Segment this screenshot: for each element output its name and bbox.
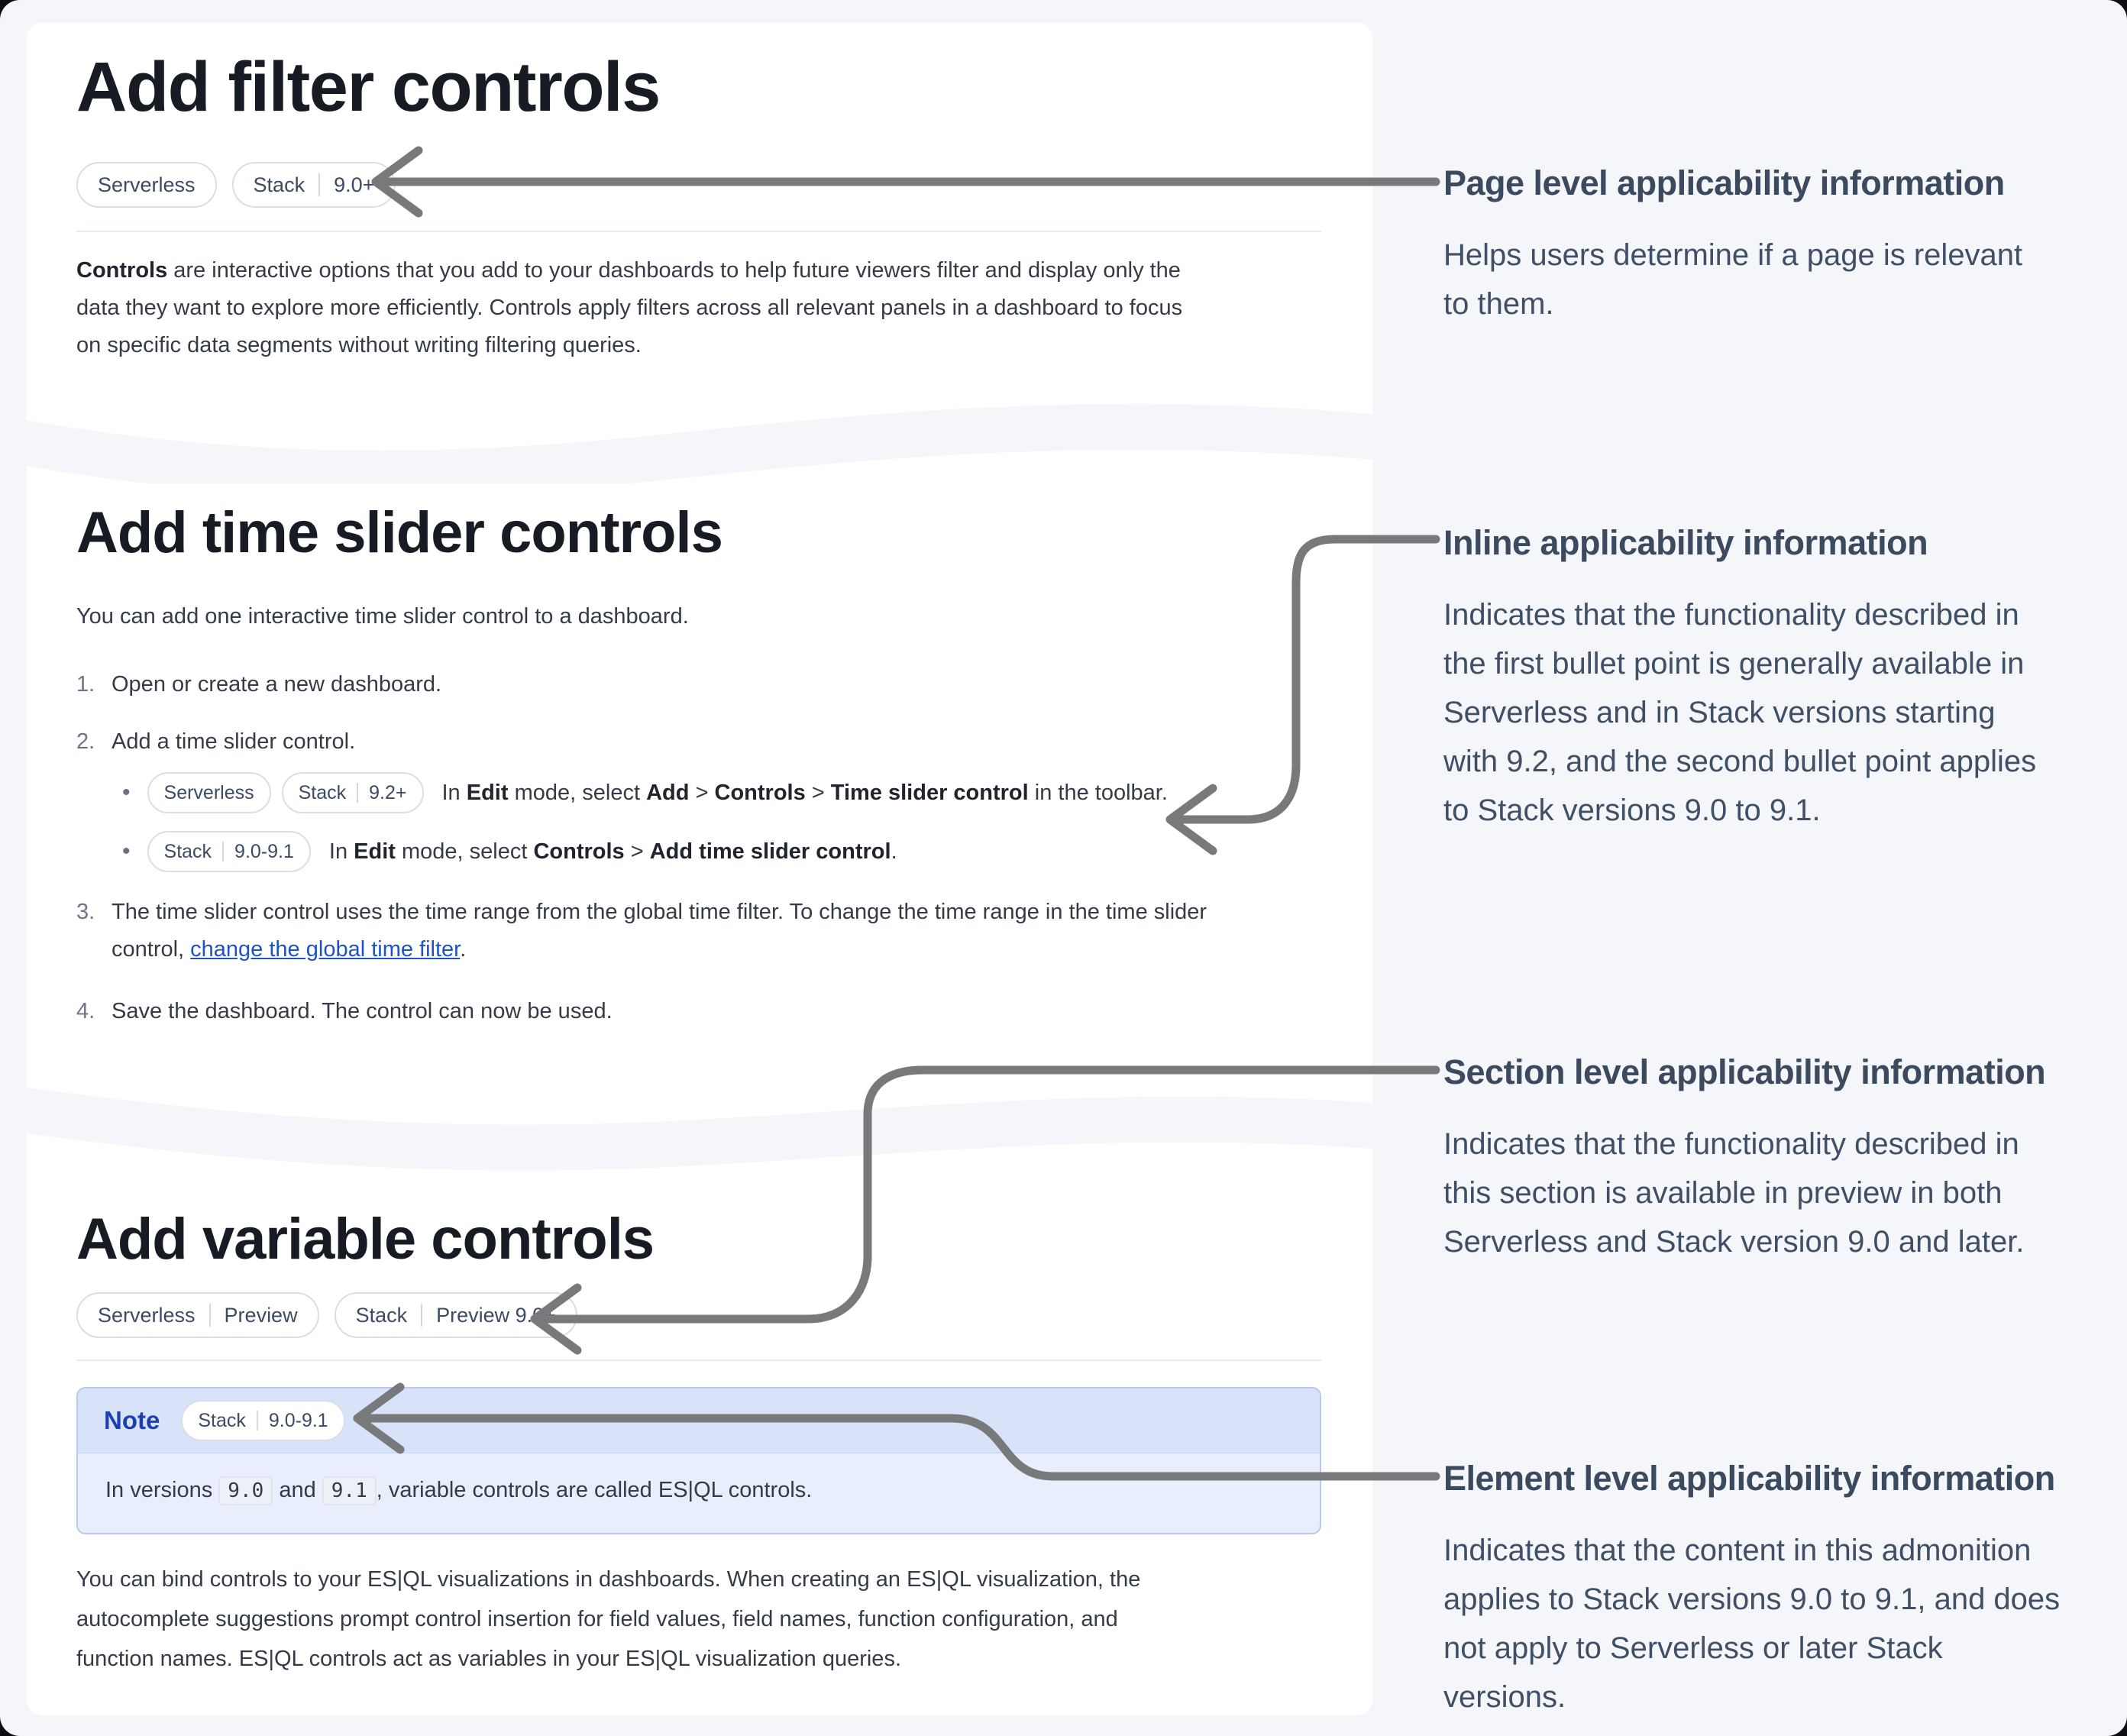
note-header: Note Stack 9.0-9.1 <box>78 1388 1320 1453</box>
page-applicability-badges: Serverless Stack 9.0+ <box>76 162 396 208</box>
badge-divider <box>208 1304 211 1327</box>
annotation-body: Indicates that the content in this admon… <box>1443 1534 2061 1714</box>
annotation-title: Page level applicability information <box>1443 163 2005 202</box>
badge-label: Stack <box>355 1303 408 1327</box>
list-item-text: Save the dashboard. The control can now … <box>112 999 613 1023</box>
list-number: 3. <box>76 900 95 924</box>
variable-outro-paragraph: You can bind controls to your ES|QL visu… <box>76 1567 1141 1671</box>
section-title-variable: Add variable controls <box>76 1207 655 1272</box>
badge-label: Stack <box>253 173 305 196</box>
list-item-text: Add a time slider control. <box>112 729 356 754</box>
list-item-text: The time slider control uses the time ra… <box>112 900 1207 962</box>
badge-stack-version[interactable]: Stack 9.0-9.1 <box>147 831 311 872</box>
list-item-1: 1. Open or create a new dashboard. <box>76 666 441 703</box>
badge-serverless[interactable]: Serverless <box>76 162 217 208</box>
badge-flag-version: Preview 9.0+ <box>436 1303 556 1327</box>
badge-serverless-preview[interactable]: Serverless Preview <box>76 1292 319 1338</box>
badge-version: 9.0-9.1 <box>268 1409 328 1431</box>
divider-rule <box>76 1359 1321 1361</box>
badge-label: Stack <box>163 840 212 862</box>
intro-text: are interactive options that you add to … <box>76 258 1183 357</box>
badge-divider <box>318 173 321 196</box>
badge-label: Serverless <box>98 1303 196 1327</box>
sub-bullet-text: In Edit mode, select Add > Controls > Ti… <box>441 780 1168 805</box>
note-label: Note <box>104 1406 160 1434</box>
badge-stack-version[interactable]: Stack 9.2+ <box>281 772 424 813</box>
badge-divider <box>357 783 359 803</box>
sub-bullet-text: In Edit mode, select Controls > Add time… <box>328 839 897 864</box>
badge-version: 9.0-9.1 <box>234 840 294 862</box>
annotation-title: Inline applicability information <box>1443 523 1928 562</box>
version-code-chip: 9.0 <box>218 1476 273 1505</box>
badge-stack-preview-version[interactable]: Stack Preview 9.0+ <box>334 1292 577 1338</box>
list-number: 4. <box>76 999 95 1023</box>
annotation-element-level: Element level applicability information … <box>1443 1457 2116 1721</box>
section-title-time-slider: Add time slider controls <box>76 500 723 565</box>
badge-divider <box>421 1304 423 1327</box>
list-item-2: 2. Add a time slider control. <box>76 723 355 761</box>
list-item-text: Open or create a new dashboard. <box>112 672 442 697</box>
list-number: 2. <box>76 729 95 754</box>
divider-rule <box>76 231 1321 232</box>
global-time-filter-link[interactable]: change the global time filter <box>190 937 461 962</box>
page-title: Add filter controls <box>76 48 661 126</box>
annotation-inline-level: Inline applicability information Indicat… <box>1443 522 2116 835</box>
bullet-icon: • <box>122 780 131 805</box>
time-slider-intro: You can add one interactive time slider … <box>76 604 689 629</box>
list-item-4: 4. Save the dashboard. The control can n… <box>76 993 613 1030</box>
sub-bullet-2: • Stack 9.0-9.1 In Edit mode, select Cont… <box>122 829 897 874</box>
annotation-title: Element level applicability information <box>1443 1459 2055 1498</box>
badge-version: 9.2+ <box>369 781 407 803</box>
badge-label: Serverless <box>98 173 196 196</box>
list-number: 1. <box>76 672 95 697</box>
annotation-body: Indicates that the functionality describ… <box>1443 598 2037 827</box>
badge-version: 9.0+ <box>334 173 375 196</box>
bullet-icon: • <box>122 839 131 864</box>
annotation-title: Section level applicability information <box>1443 1052 2046 1091</box>
annotation-page-level: Page level applicability information Hel… <box>1443 162 2116 328</box>
version-code-chip: 9.1 <box>322 1476 377 1505</box>
badge-divider <box>222 842 225 862</box>
annotation-body: Helps users determine if a page is relev… <box>1443 238 2023 321</box>
badge-divider <box>256 1411 258 1431</box>
intro-paragraph: Controls are interactive options that yo… <box>76 252 1337 364</box>
badge-serverless[interactable]: Serverless <box>147 772 271 813</box>
badge-label: Serverless <box>163 781 254 803</box>
sub-bullet-1: • Serverless Stack 9.2+ In Edit mode, sel… <box>122 770 1168 816</box>
badge-label: Stack <box>198 1409 246 1431</box>
badge-stack-version[interactable]: Stack 9.0-9.1 <box>181 1400 345 1441</box>
section-applicability-badges: Serverless Preview Stack Preview 9.0+ <box>76 1292 577 1338</box>
badge-label: Stack <box>298 781 347 803</box>
annotation-body: Indicates that the functionality describ… <box>1443 1127 2025 1259</box>
badge-stack-version[interactable]: Stack 9.0+ <box>231 162 396 208</box>
intro-bold-term: Controls <box>76 258 168 283</box>
badge-flag: Preview <box>224 1303 298 1327</box>
note-admonition: Note Stack 9.0-9.1 In versions 9.0 and 9.… <box>76 1387 1321 1534</box>
annotation-section-level: Section level applicability information … <box>1443 1051 2116 1266</box>
list-item-3: 3. The time slider control uses the time… <box>76 894 1207 968</box>
note-body: In versions 9.0 and 9.1, variable contro… <box>78 1453 1320 1533</box>
